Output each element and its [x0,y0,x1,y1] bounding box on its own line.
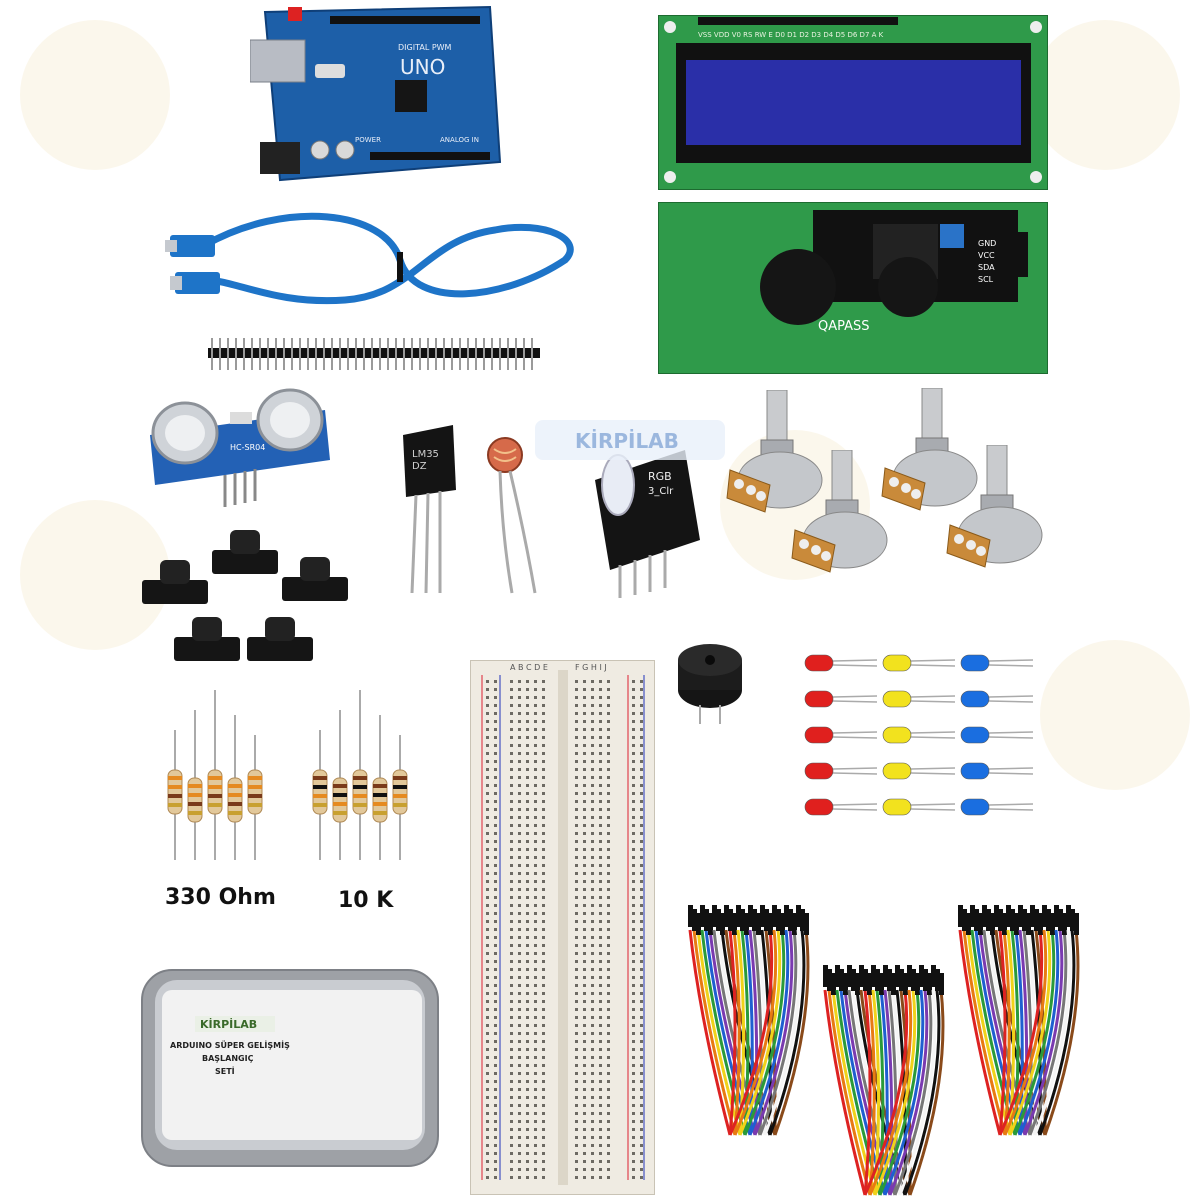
qapass-brand-text: QAPASS [818,319,870,334]
resistors-10k [300,690,420,870]
jumper-wires-bundle [950,900,1090,1140]
arduino-analog-text: ANALOG IN [440,136,479,144]
i2c-pin-vcc: VCC [978,251,995,260]
rgb-label: RGB [648,470,672,483]
watermark-logo [1040,640,1190,790]
push-button [280,555,350,605]
arduino-brand-text: DIGITAL PWM [398,43,452,52]
pin-header-strip [208,338,540,370]
lm35-sublabel: DZ [412,461,427,472]
push-button [140,558,210,608]
lcd-pin-labels: VSS VDD V0 RS RW E D0 D1 D2 D3 D4 D5 D6 … [698,31,884,39]
box-title-line3: SETİ [215,1066,235,1076]
kirpilab-watermark: KİRPİLAB [535,420,725,460]
push-button [172,615,242,665]
resistor-330-label: 330 Ohm [165,885,276,910]
watermark-logo [20,500,170,650]
lm35-temp-sensor: LM35 DZ [398,425,460,595]
potentiometer-4 [945,445,1050,575]
lcd-i2c-backpack: QAPASS GND VCC SDA SCL [658,202,1048,374]
breadboard-cols-left: A B C D E [510,663,548,672]
lcd-display-front: VSS VDD V0 RS RW E D0 D1 D2 D3 D4 D5 D6 … [658,15,1048,190]
watermark-logo [20,20,170,170]
jumper-wires-bundle [680,900,820,1140]
box-title-line1: ARDUINO SÜPER GELİŞMİŞ [170,1040,290,1050]
breadboard: A B C D E F G H I J [470,660,655,1195]
jumper-wires-bundle [815,960,955,1200]
rgb-led-module: RGB 3_Clr [580,440,705,600]
usb-cable [165,200,595,315]
arduino-model-text: UNO [400,55,445,79]
i2c-pin-scl: SCL [978,275,994,284]
box-title-line2: BAŞLANGIÇ [202,1054,254,1063]
led-grid [800,645,1040,820]
i2c-pin-sda: SDA [978,263,995,272]
arduino-uno-board: UNO DIGITAL PWM POWER ANALOG IN [250,2,505,182]
rgb-sublabel: 3_Clr [648,486,674,497]
resistor-10k-label: 10 K [338,888,394,913]
watermark-logo [1030,20,1180,170]
lm35-label: LM35 [412,449,439,460]
ultrasonic-sensor: HC-SR04 [140,385,335,510]
resistors-330-ohm [155,690,275,870]
push-button [210,528,280,578]
buzzer [675,640,745,725]
ultrasonic-model-text: HC-SR04 [230,443,265,452]
ldr-photoresistor [480,435,550,595]
kit-storage-box: KİRPİLAB ARDUINO SÜPER GELİŞMİŞ BAŞLANGI… [140,968,440,1168]
kirpilab-watermark-text: KİRPİLAB [575,429,679,453]
box-brand-text: KİRPİLAB [200,1017,257,1031]
push-button [245,615,315,665]
i2c-pin-gnd: GND [978,239,996,248]
breadboard-cols-right: F G H I J [575,663,607,672]
arduino-power-text: POWER [355,136,381,144]
